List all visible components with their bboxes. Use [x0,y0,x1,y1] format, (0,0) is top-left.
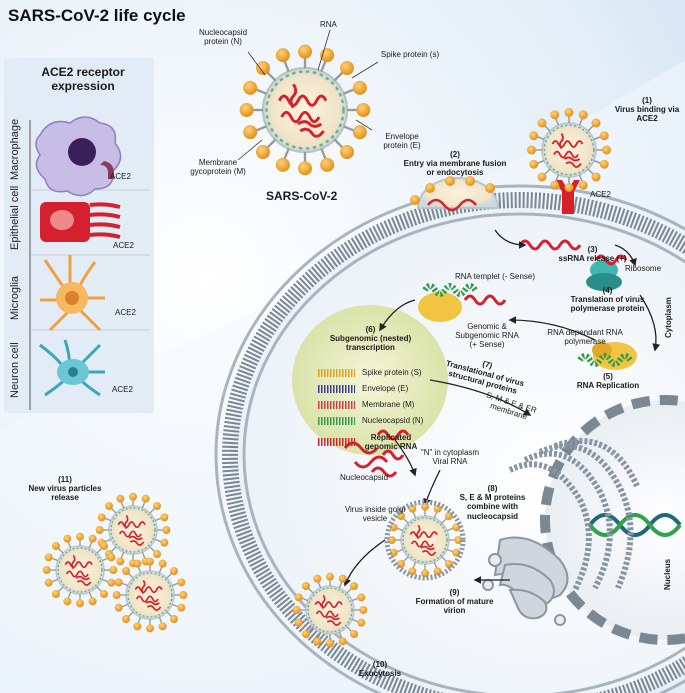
cytoplasm-label: Cytoplasm [664,297,673,338]
step-4-text: Translation of virus polymerase protein [570,295,645,314]
rna-template-label: RNA templet (- Sense) [455,272,536,281]
microglia-ace2-label: ACE2 [115,308,136,317]
flow-arrows [343,229,661,587]
legend-spike: Spike protein (S) [362,368,422,377]
step-1: (1) Virus binding via ACE2 [612,96,682,124]
step-3-num: (3) [587,245,598,254]
nucleus-label: Nucleus [663,558,672,590]
envelope-protein-label: Envelope protein (E) [383,132,421,151]
release-virion-1 [94,491,172,569]
rna-template-polymerase [418,292,462,322]
step-10-text: Exocytosis [358,669,402,679]
step-11-num: (11) [58,475,72,484]
macrophage-cell-icon [35,116,122,197]
step-6-text: Subgenomic (nested) transcription [329,334,412,353]
legend-replicated: Replicated genomic RNA [364,433,418,451]
epithelial-ace2-label: ACE2 [113,241,134,250]
rdrp-label: RNA dependant RNA polymerase [547,328,623,347]
release-virion-2 [41,531,119,609]
rna-strands [376,239,633,461]
step-6: (6) Subgenomic (nested) transcription [318,325,423,353]
virion-name: SARS-CoV-2 [266,189,338,203]
rna-polymerase [592,342,637,370]
er-membrane [508,438,640,592]
release-virion-3 [111,556,189,634]
neuron-label: Neuron cell [9,342,21,398]
rna-label: RNA [320,20,337,29]
golgi-vesicle-label: Virus inside golgi vesicle [344,505,406,524]
step-5: (5) RNA Replication [568,372,648,390]
step-2: (2) Entry via membrane fusion or endocyt… [400,150,510,178]
step-1-text: Virus binding via ACE2 [614,105,680,124]
golgi-apparatus [482,536,569,626]
step-2-text: Entry via membrane fusion or endocytosis [403,159,507,178]
step-9-text: Formation of mature virion [415,597,494,616]
binding-virion [526,107,612,193]
n-cytoplasm-label: "N" in cytoplasm Viral RNA [420,448,480,467]
ribosome-label: Ribosome [625,264,662,273]
step-8-text: S, E & M proteins combine with nucleocap… [459,493,526,521]
legend-swatches [318,369,355,446]
step-6-num: (6) [365,325,376,334]
neuron-cell-icon [39,339,105,397]
step-8-num: (8) [487,484,498,493]
macrophage-ace2-label: ACE2 [110,172,131,181]
step-1-ace2: ACE2 [590,190,611,199]
epithelial-label: Epithelial cell [9,185,21,250]
step-8: (8) S, E & M proteins combine with nucle… [445,484,540,521]
genomic-rna-label: Genomic & Subgenomic RNA (+ Sense) [455,322,519,350]
spike-protein-label: Spike protein (s) [380,50,440,59]
legend-membrane: Membrane (M) [362,400,415,409]
ace2-panel-title: ACE2 receptor expression [41,65,125,93]
step-2-num: (2) [450,150,460,159]
step-3-text: ssRNA release (+) [558,254,627,264]
step-9: (9) Formation of mature virion [412,588,497,616]
ace2-receptor [556,180,580,214]
exocytosis-virion [291,571,369,649]
epithelial-cell-icon [40,202,121,242]
step-4-num: (4) [602,286,613,295]
step-11: (11) New virus particles release [20,475,110,503]
main-virion [238,43,372,177]
leader-lines [237,29,379,161]
membrane-glycoprotein-label: Membrane gycoprotein (M) [190,158,246,177]
step-9-num: (9) [449,588,460,597]
step-11-text: New virus particles release [28,484,102,503]
nucleocapsid-protein-label: Nucleocapsid protein (N) [198,28,248,47]
nucleocapsid-fragments [343,441,398,478]
golgi-vesicle [384,499,466,581]
step-10-num: (10) [372,660,388,669]
neuron-ace2-label: ACE2 [112,385,133,394]
step-5-num: (5) [603,372,613,381]
microglia-cell-icon [39,255,106,332]
entry-virion [410,176,500,212]
step-5-text: RNA Replication [576,381,640,391]
step-3: (3) ssRNA release (+) [545,245,640,263]
step-4: (4) Translation of virus polymerase prot… [570,286,645,314]
microglia-label: Microglia [9,275,21,320]
nucleocapsid-label: Nucleocapsid [340,473,389,482]
macrophage-label: Macrophage [9,118,21,180]
step-1-num: (1) [642,96,652,105]
legend-envelope: Envelope (E) [362,384,409,393]
legend-nucleocapsid: Nucleocapsid (N) [362,416,424,425]
page-title: SARS-CoV-2 life cycle [8,6,186,25]
step-10: (10) Exocytosis [345,660,415,678]
